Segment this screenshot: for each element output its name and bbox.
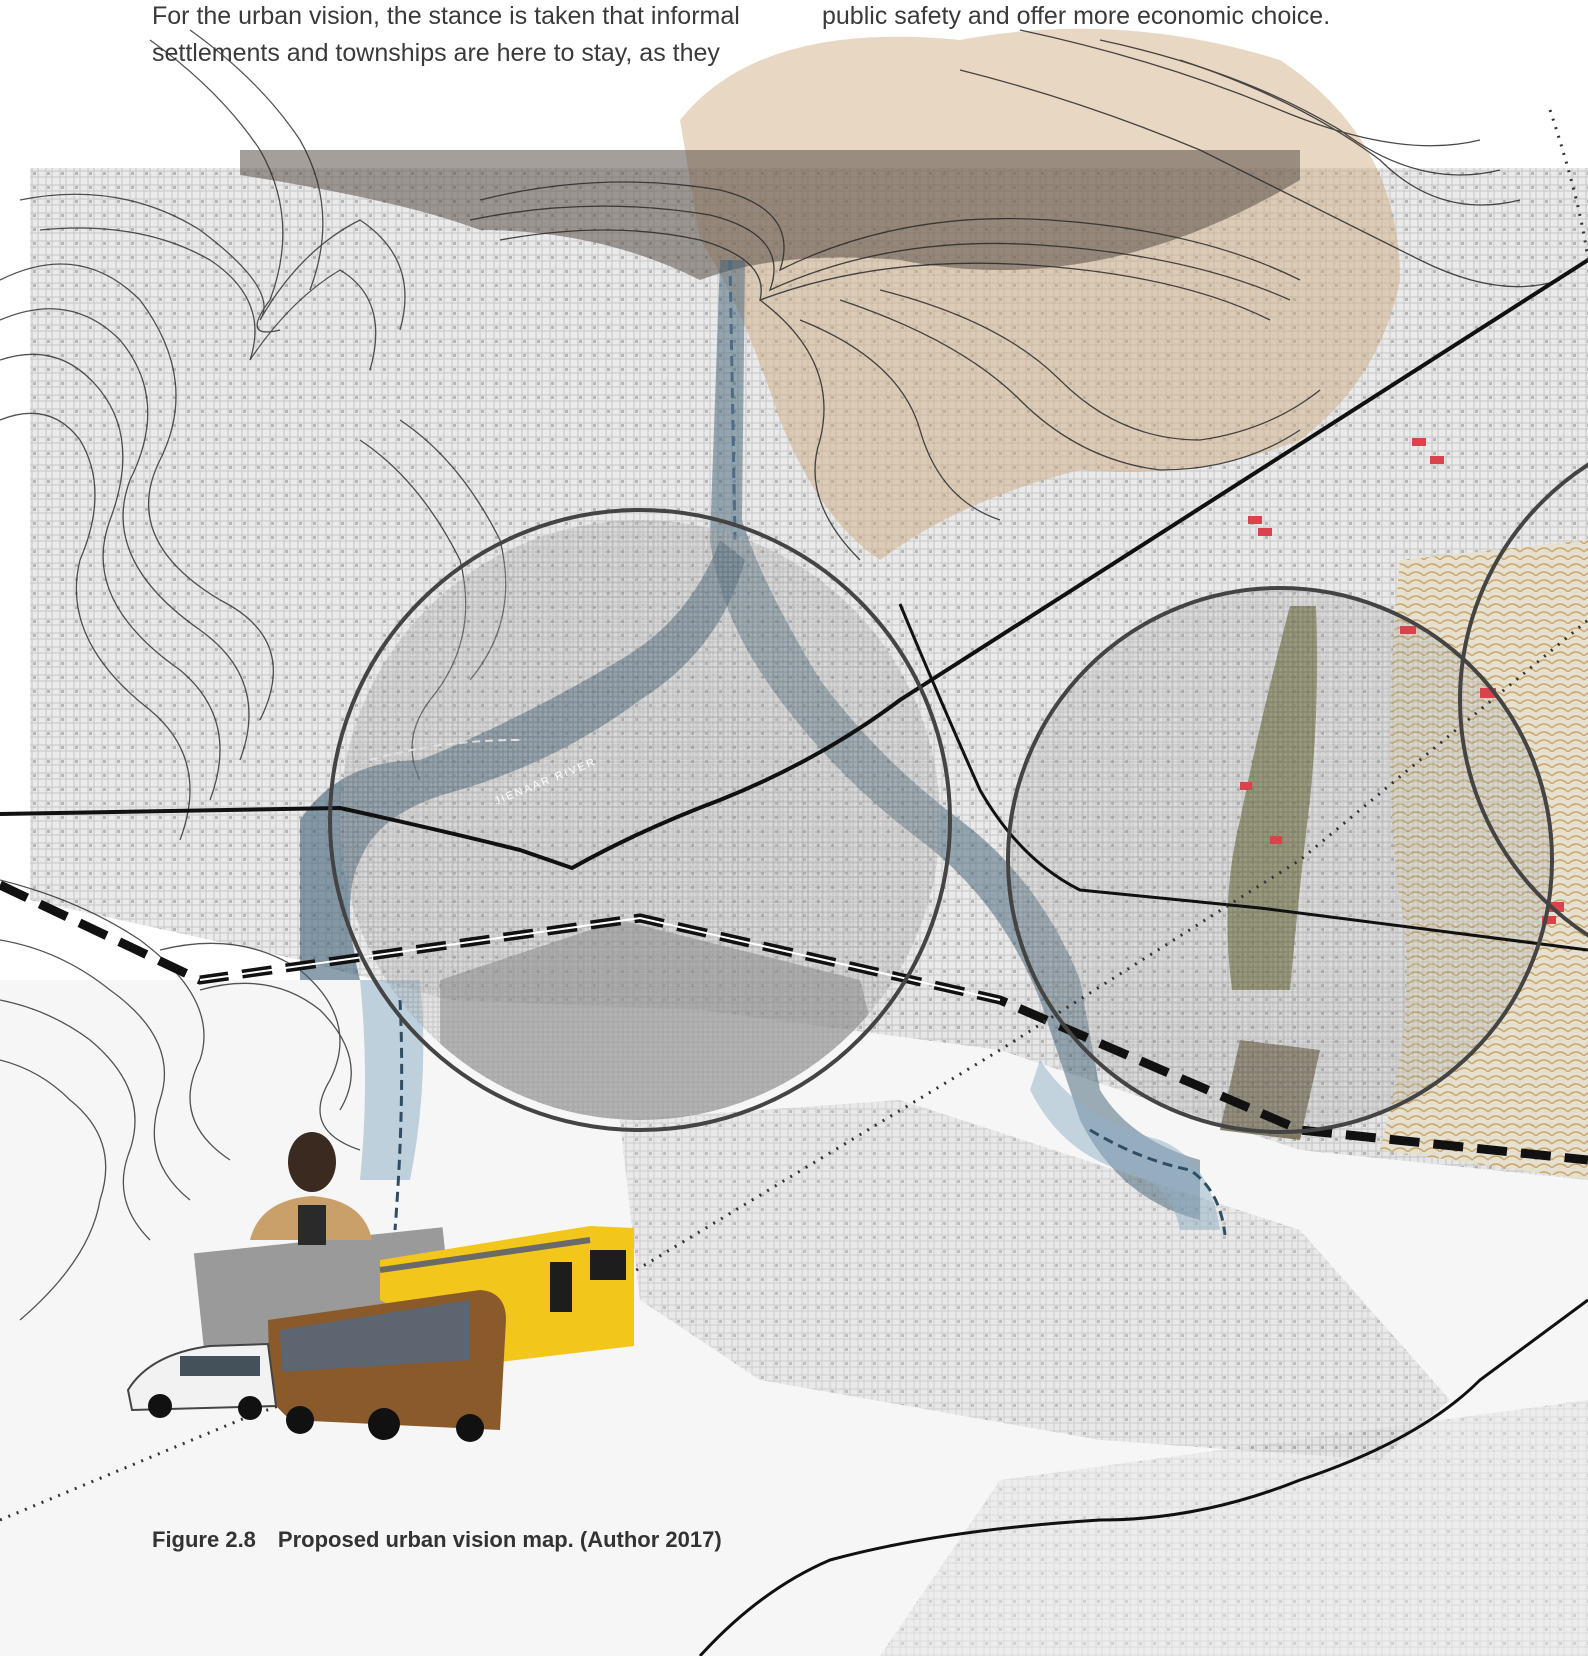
circle-two-fill [1010,590,1550,1130]
figure-caption-text: Proposed urban vision map. (Author 2017) [277,1527,722,1552]
figure-caption: Figure 2.8 Proposed urban vision map. (Au… [152,1527,722,1553]
faded-settlement-lower [620,1100,1450,1460]
body-text-line: public safety and offer more economic ch… [822,2,1331,30]
body-text-right-column: public safety and offer more economic ch… [822,0,1330,35]
transport-collage [126,1132,634,1442]
body-text-line: settlements and townships are here to st… [152,39,720,67]
road-network [0,258,1588,1656]
node-circles [328,462,1588,1134]
body-text-left-column: For the urban vision, the stance is take… [152,0,740,72]
faded-settlement-bottom-right [880,1400,1588,1656]
railway-line-inner [199,916,1001,1001]
minibus-taxi [126,1342,278,1420]
body-text-line: For the urban vision, the stance is take… [152,2,740,30]
figure-number: Figure 2.8 [152,1527,256,1552]
brown-bus [268,1290,506,1442]
ridge-contours [469,29,1561,561]
person-figure [250,1132,372,1245]
dotted-corridor [0,618,1588,1522]
red-markers [1240,438,1564,924]
contour-lines [0,29,507,1321]
